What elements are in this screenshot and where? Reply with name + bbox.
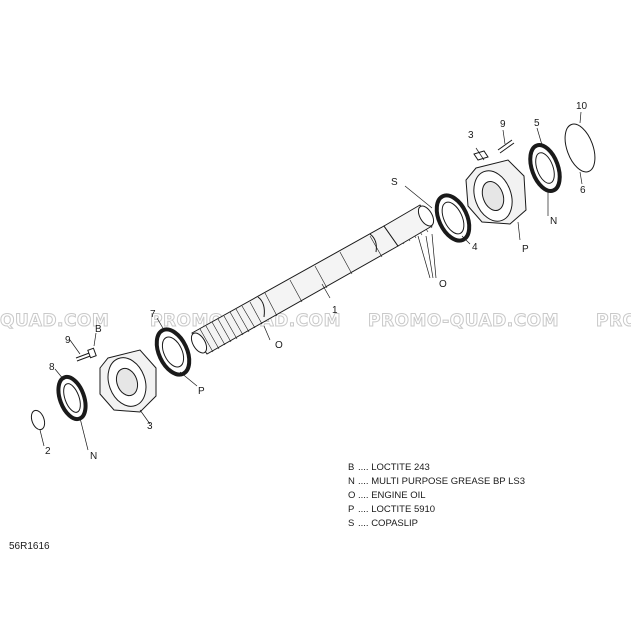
symbol-s: S bbox=[391, 177, 398, 188]
symbol-p-bottom: P bbox=[198, 386, 205, 397]
callout-6: 6 bbox=[580, 185, 586, 196]
callouts: 1 2 3 3 4 5 6 7 8 9 9 10 S O O N N P P B bbox=[45, 101, 588, 462]
legend-row: P.... LOCTITE 5910 bbox=[348, 503, 525, 517]
legend-code: P bbox=[348, 504, 355, 515]
bolt-part-9-bottom bbox=[75, 347, 97, 362]
callout-10: 10 bbox=[576, 101, 588, 112]
watermark-right: PROMO-QUAD.COM bbox=[368, 311, 559, 331]
callout-8: 8 bbox=[49, 362, 55, 373]
legend-text: .... LOCTITE 243 bbox=[358, 462, 430, 473]
symbol-o-center: O bbox=[439, 279, 447, 290]
callout-4: 4 bbox=[472, 242, 478, 253]
callout-5: 5 bbox=[534, 118, 540, 129]
leader-lines bbox=[39, 111, 583, 451]
seal-ring-part-8 bbox=[56, 374, 88, 422]
callout-1: 1 bbox=[332, 305, 338, 316]
seal-ring-part-5 bbox=[528, 143, 562, 193]
legend-code: S bbox=[348, 518, 355, 529]
legend-row: N.... MULTI PURPOSE GREASE BP LS3 bbox=[348, 475, 525, 489]
symbol-o-shaft: O bbox=[275, 340, 283, 351]
callout-9-bottom: 9 bbox=[65, 335, 71, 346]
legend-row: O.... ENGINE OIL bbox=[348, 489, 525, 503]
watermark: QUAD.COM PROMO-QUAD.COM PROMO-QUAD.COM P… bbox=[0, 311, 631, 332]
legend-code: O bbox=[348, 490, 356, 501]
symbol-b: B bbox=[95, 324, 102, 335]
callout-2: 2 bbox=[45, 446, 51, 457]
o-ring-part-2 bbox=[30, 409, 46, 431]
o-ring-part-6 bbox=[564, 123, 596, 173]
legend-row: S.... COPASLIP bbox=[348, 517, 525, 531]
shaft-part bbox=[190, 204, 435, 355]
hub-part-3-top bbox=[465, 150, 527, 225]
legend-text: .... COPASLIP bbox=[358, 518, 419, 529]
symbol-p-top: P bbox=[522, 244, 529, 255]
symbol-n-top: N bbox=[550, 216, 557, 227]
hub-part-3-bottom bbox=[99, 349, 157, 413]
drawing-code: 56R1616 bbox=[9, 541, 50, 552]
legend-text: .... LOCTITE 5910 bbox=[358, 504, 436, 515]
symbol-n-bottom: N bbox=[90, 451, 97, 462]
watermark-edge: PRO bbox=[596, 311, 631, 331]
callout-7: 7 bbox=[150, 309, 156, 320]
callout-3-top: 3 bbox=[468, 130, 474, 141]
callout-3-bottom: 3 bbox=[147, 421, 153, 432]
legend-text: .... MULTI PURPOSE GREASE BP LS3 bbox=[358, 476, 526, 487]
legend-row: B.... LOCTITE 243 bbox=[348, 461, 525, 475]
legend-code: B bbox=[348, 462, 355, 473]
seal-ring-part-4 bbox=[434, 193, 472, 243]
legend-text: .... ENGINE OIL bbox=[358, 490, 426, 501]
seal-ring-part-7 bbox=[154, 327, 192, 377]
watermark-left: QUAD.COM bbox=[0, 311, 109, 331]
legend-code: N bbox=[348, 476, 355, 487]
bolt-part-9-top bbox=[497, 139, 515, 154]
callout-9-top: 9 bbox=[500, 119, 506, 130]
